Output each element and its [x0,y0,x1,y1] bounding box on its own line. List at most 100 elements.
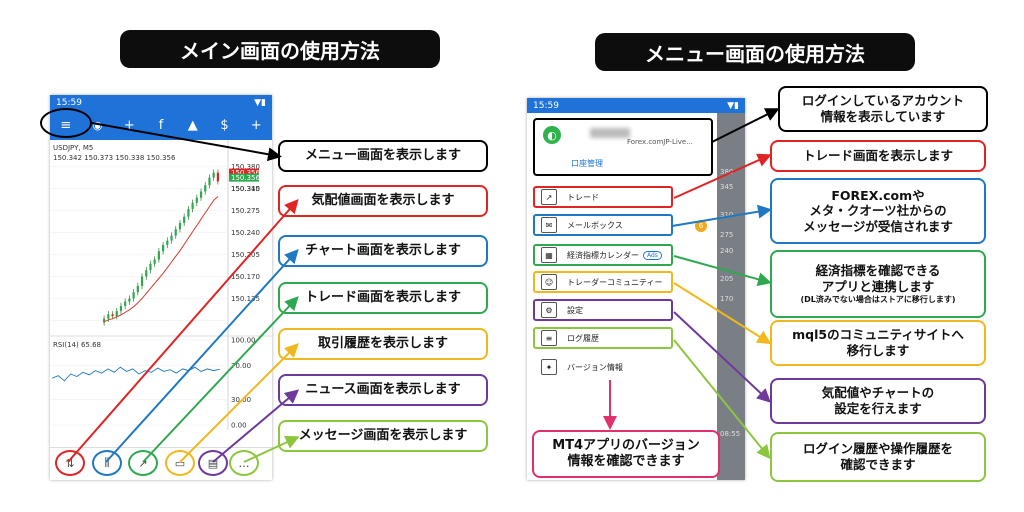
menu-button-highlight[interactable] [40,108,92,138]
rsi-tick: 30.00 [231,396,251,404]
background-price-tick: 310 [720,211,734,219]
account-number-blurred [590,128,630,138]
callout-text: ログイン履歴や操作履歴を確認できます [803,441,953,472]
candle-body [111,314,114,317]
menu-item-label: バージョン情報 [567,362,623,372]
messages-tab[interactable]: … [229,450,259,476]
right-callout-6: 気配値やチャートの設定を行えます [770,378,986,424]
left-callout-2: 気配値画面を表示します [278,185,488,217]
callout-line: 移行します [846,343,910,358]
history-icon: ▭ [174,456,186,470]
status-bar: 15:59 ▼▮ [50,95,272,110]
menu-item-2[interactable]: ✉メールボックス [533,214,673,236]
candle-body [157,251,160,260]
left-callout-4: トレード画面を表示します [278,282,488,314]
main-screen-title: メイン画面の使用方法 [120,30,440,68]
background-price-tick: 240 [720,247,734,255]
currency-icon[interactable]: $ [220,117,229,133]
candle-body [107,314,110,319]
news-icon: ▤ [207,456,219,470]
crosshair-icon[interactable]: + [123,117,135,133]
history-tab[interactable]: ▭ [165,450,195,476]
menu-item-1[interactable]: ↗トレード [533,186,673,208]
new-order-icon[interactable]: + [250,117,262,133]
right-callout-4: 経済指標を確認できるアプリと連携します(DL済みでない場合はストアに移行します) [770,250,986,318]
account-header[interactable]: ◐ Forex.comJP-Live... 口座管理 [533,118,713,176]
battery-icon: ▼▮ [254,97,266,108]
candle-body [145,270,148,277]
menu-item-icon: ⚙ [541,302,557,318]
callout-line: ログイン履歴や操作履歴を [802,441,953,457]
menu-item-7[interactable]: ✦バージョン情報 [533,356,673,378]
price-tick: 150.380 [231,163,260,171]
menu-item-4[interactable]: ☺ トレーダーコミュニティー [533,271,673,293]
symbol-label: USDJPY, M5 [53,144,94,152]
candle-body [187,209,190,217]
right-callout-1: ログインしているアカウント情報を表示しています [778,86,988,132]
price-tick: 150.205 [231,251,260,259]
right-callout-2: トレード画面を表示します [770,140,986,172]
callout-line: ログインしているアカウント [801,93,965,109]
menu-item-5[interactable]: ⚙ 設定 [533,299,673,321]
left-callout-6: ニュース画面を表示します [278,374,488,406]
callout-text: FOREX.comやメタ・クオーツ社からのメッセージが受信されます [803,188,953,235]
quotes-tab[interactable]: ⇅ [55,450,85,476]
callout-line: トレード画面を表示します [802,148,953,164]
menu-item-label: トレーダーコミュニティー [567,277,663,287]
callout-line: 情報を表示しています [820,109,946,124]
candle-body [216,172,219,182]
price-tick: 150.135 [231,295,260,303]
candle-body [170,235,173,241]
menu-item-label: 経済指標カレンダー [567,250,639,260]
candle-body [199,191,203,198]
ads-badge: Ads [643,250,662,260]
server-name: Forex.comJP-Live... [627,138,693,146]
menu-item-icon: ≡ [541,330,557,346]
quotes-icon: ⇅ [65,456,75,470]
callout-text: ログインしているアカウント情報を表示しています [802,93,964,124]
callout-text: mql5のコミュニティサイトへ移行します [792,327,964,358]
menu-screen-title: メニュー画面の使用方法 [595,33,915,71]
menu-item-label: メールボックス [567,220,623,230]
candle-body [174,229,177,236]
menu-item-label: トレード [567,192,599,202]
background-price-tick: 170 [720,295,734,303]
menu-item-label: 設定 [567,305,583,315]
menu-item-icon: ☺ [541,274,557,290]
right-callout-7: ログイン履歴や操作履歴を確認できます [770,432,986,482]
candle-body [149,263,152,271]
price-marker [229,173,259,182]
ohlc-label: 150.342 150.373 150.338 150.356 [53,154,176,162]
rsi-label: RSI(14) 65.68 [53,341,102,349]
right-callout-5: mql5のコミュニティサイトへ移行します [770,320,986,366]
rsi-tick: 100.00 [231,337,256,345]
trade-tab[interactable]: ↗ [128,450,158,476]
callout-line: メッセージが受信されます [803,218,953,234]
objects-icon[interactable]: ▲ [187,117,198,133]
candle-body [153,259,156,264]
candle-body [136,285,139,293]
price-tick: 150.275 [231,207,260,215]
candle-body [195,197,198,203]
menu-item-6[interactable]: ≡ ログ履歴 [533,327,673,349]
charts-icon: ⫼ [104,456,110,469]
rsi-line [51,366,220,382]
account-management-link[interactable]: 口座管理 [571,159,603,168]
candle-body [132,292,135,299]
news-tab[interactable]: ▤ [198,450,228,476]
callout-line: 経済指標を確認できる [815,263,941,279]
function-icon[interactable]: f [158,117,164,133]
callout-text: トレード画面を表示します [803,148,953,164]
price-tick: 150.356 [231,174,260,182]
charts-tab[interactable]: ⫼ [92,450,122,476]
menu-item-label: ログ履歴 [567,333,599,343]
left-callout-7: メッセージ画面を表示します [278,420,488,452]
callout-line: アプリと連携します [821,279,935,294]
candle-body [208,177,211,186]
candle-body [191,202,194,210]
price-tick: 150.356 [231,169,260,177]
price-chart: 150.380150.356150.356150.345150.310150.2… [50,140,272,430]
version-info-callout: MT4アプリのバージョン 情報を確認できます [532,430,720,478]
